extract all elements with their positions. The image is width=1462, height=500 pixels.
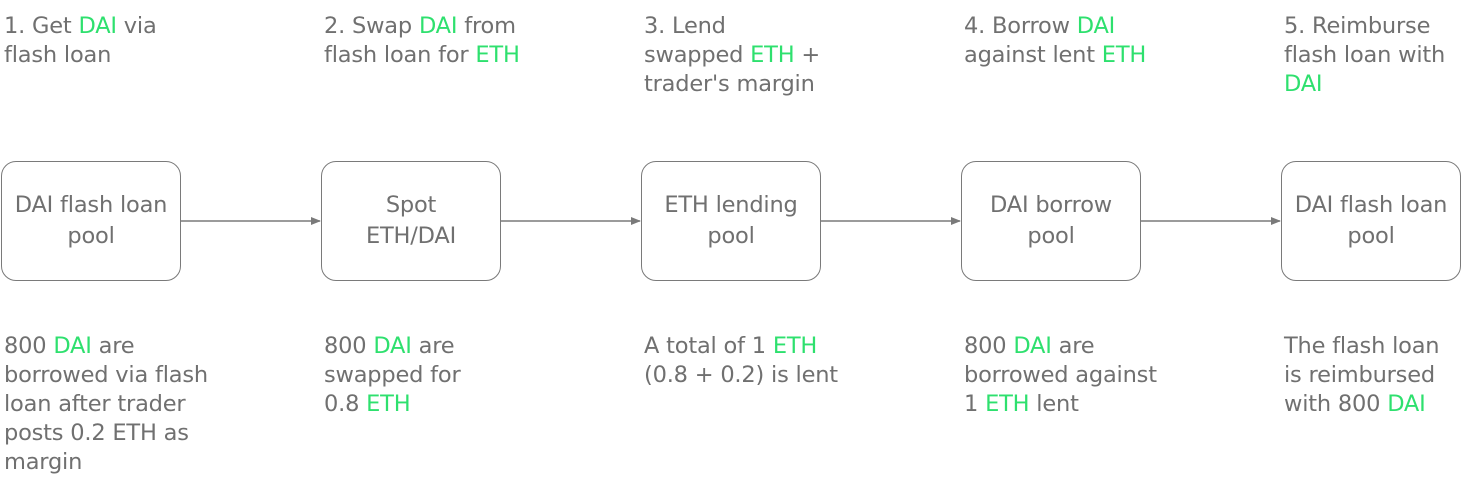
step-4-node-line-1: DAI borrow bbox=[990, 192, 1112, 218]
step-3-node-line-1: ETH lending bbox=[664, 192, 798, 218]
token-highlight: DAI bbox=[1076, 13, 1116, 39]
text-segment: 5. Reimburse bbox=[1284, 13, 1431, 39]
step-1-node-line-2: pool bbox=[67, 223, 115, 249]
text-segment: (0.8 + 0.2) is lent bbox=[644, 362, 838, 388]
step-1-node-dai-flash-loan-pool: DAI flash loan pool bbox=[1, 161, 181, 281]
step-2-title: 2. Swap DAI from flash loan for ETH bbox=[324, 12, 520, 70]
text-segment: 1 bbox=[964, 391, 986, 417]
token-highlight: ETH bbox=[366, 391, 411, 417]
text-segment: are bbox=[91, 333, 135, 359]
step-4-description: 800 DAI are borrowed against 1 ETH lent bbox=[964, 332, 1157, 419]
step-5-description: The flash loan is reimbursed with 800 DAI bbox=[1284, 332, 1440, 419]
step-2-node-spot-eth-dai: Spot ETH/DAI bbox=[321, 161, 501, 281]
token-highlight: DAI bbox=[418, 13, 458, 39]
text-segment: flash loan bbox=[4, 42, 112, 68]
text-segment: margin bbox=[4, 449, 83, 475]
text-segment: swapped for bbox=[324, 362, 461, 388]
token-highlight: ETH bbox=[985, 391, 1030, 417]
step-3-description: A total of 1 ETH (0.8 + 0.2) is lent bbox=[644, 332, 838, 390]
text-segment: 800 bbox=[4, 333, 54, 359]
text-segment: flash loan for bbox=[324, 42, 476, 68]
text-segment: 2. Swap bbox=[324, 13, 419, 39]
step-5-node-label: DAI flash loan pool bbox=[1289, 190, 1453, 252]
text-segment: borrowed against bbox=[964, 362, 1157, 388]
step-4-title: 4. Borrow DAI against lent ETH bbox=[964, 12, 1146, 70]
text-segment: 3. Lend bbox=[644, 13, 726, 39]
text-segment: swapped bbox=[644, 42, 751, 68]
text-segment: posts 0.2 ETH as bbox=[4, 420, 189, 446]
text-segment: The flash loan bbox=[1284, 333, 1440, 359]
text-segment: flash loan with bbox=[1284, 42, 1446, 68]
token-highlight: ETH bbox=[475, 42, 520, 68]
step-3-node-line-2: pool bbox=[707, 223, 755, 249]
step-2-node-line-2: ETH/DAI bbox=[365, 223, 457, 249]
step-1-node-line-1: DAI flash loan bbox=[14, 192, 168, 218]
text-segment: trader's margin bbox=[644, 71, 815, 97]
text-segment: lent bbox=[1029, 391, 1079, 417]
token-highlight: DAI bbox=[78, 13, 117, 39]
text-segment: borrowed via flash bbox=[4, 362, 208, 388]
token-highlight: DAI bbox=[1387, 391, 1426, 417]
token-highlight: DAI bbox=[373, 333, 412, 359]
step-5-node-dai-flash-loan-pool: DAI flash loan pool bbox=[1281, 161, 1461, 281]
step-1-node-label: DAI flash loan pool bbox=[9, 190, 173, 252]
step-1-description: 800 DAI are borrowed via flash loan after … bbox=[4, 332, 208, 477]
token-highlight: DAI bbox=[53, 333, 92, 359]
step-4-node-label: DAI borrow pool bbox=[984, 190, 1118, 252]
token-highlight: ETH bbox=[1101, 42, 1147, 68]
step-4-node-line-2: pool bbox=[1027, 223, 1075, 249]
text-segment: 0.8 bbox=[324, 391, 367, 417]
text-segment: 4. Borrow bbox=[964, 13, 1077, 39]
token-highlight: ETH bbox=[772, 333, 818, 359]
text-segment: from bbox=[457, 13, 516, 39]
step-3-node-label: ETH lending pool bbox=[658, 190, 803, 252]
text-segment: 1. Get bbox=[4, 13, 79, 39]
text-segment: via bbox=[116, 13, 157, 39]
text-segment: loan after trader bbox=[4, 391, 186, 417]
text-segment: is reimbursed bbox=[1284, 362, 1435, 388]
token-highlight: ETH bbox=[750, 42, 795, 68]
step-3-title: 3. Lend swapped ETH + trader's margin bbox=[644, 12, 820, 99]
text-segment: against lent bbox=[964, 42, 1102, 68]
token-highlight: DAI bbox=[1284, 71, 1323, 97]
text-segment: + bbox=[794, 42, 821, 68]
text-segment: 800 bbox=[964, 333, 1014, 359]
step-2-node-line-1: Spot bbox=[385, 192, 437, 218]
text-segment: are bbox=[1051, 333, 1095, 359]
text-segment: with 800 bbox=[1284, 391, 1388, 417]
step-2-node-label: Spot ETH/DAI bbox=[360, 190, 462, 252]
text-segment: A total of 1 bbox=[644, 333, 773, 359]
text-segment: are bbox=[411, 333, 455, 359]
step-4-node-dai-borrow-pool: DAI borrow pool bbox=[961, 161, 1141, 281]
text-segment: 800 bbox=[324, 333, 374, 359]
step-5-node-line-1: DAI flash loan bbox=[1294, 192, 1448, 218]
token-highlight: DAI bbox=[1013, 333, 1052, 359]
step-3-node-eth-lending-pool: ETH lending pool bbox=[641, 161, 821, 281]
step-2-description: 800 DAI are swapped for 0.8 ETH bbox=[324, 332, 461, 419]
step-5-node-line-2: pool bbox=[1347, 223, 1395, 249]
